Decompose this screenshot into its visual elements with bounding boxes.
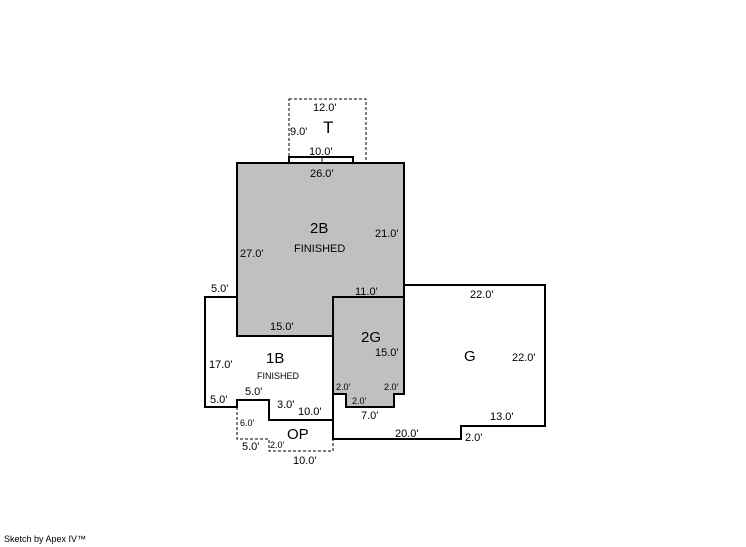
- dim-1b-notch: 5.0': [245, 386, 262, 398]
- dim-1b-left: 17.0': [209, 359, 233, 371]
- dim-g-bottom-right: 13.0': [490, 411, 514, 423]
- area-g-label: G: [464, 348, 476, 365]
- dim-g-top: 22.0': [470, 289, 494, 301]
- dim-2b-bottom: 15.0': [270, 321, 294, 333]
- dim-2g-notch-bottom: 2.0': [352, 396, 367, 406]
- dim-1b-top: 5.0': [211, 283, 228, 295]
- area-t-label: T: [323, 118, 333, 137]
- area-2g-label: 2G: [361, 329, 381, 346]
- dim-t-base: 10.0': [309, 146, 333, 158]
- dim-op-step: 2.0': [270, 440, 285, 450]
- dim-2g-notch-left: 2.0': [336, 382, 351, 392]
- dim-1b-bottom: 10.0': [298, 406, 322, 418]
- dim-1b-step: 3.0': [277, 399, 294, 411]
- dim-2g-bottom: 7.0': [361, 410, 378, 422]
- dim-t-left: 9.0': [290, 126, 307, 138]
- dim-g-bottom: 20.0': [395, 428, 419, 440]
- dim-g-step: 2.0': [465, 432, 482, 444]
- area-2b-label: 2B: [310, 220, 328, 237]
- sketch-credit: Sketch by Apex IV™: [4, 534, 87, 544]
- area-1b-outline: [204, 296, 333, 421]
- dim-2b-top: 26.0': [310, 168, 334, 180]
- chimney-box: [288, 156, 354, 164]
- dim-t-top: 12.0': [313, 102, 337, 114]
- dim-2b-step: 11.0': [355, 286, 378, 298]
- dim-2b-right: 21.0': [375, 228, 399, 240]
- area-2g-outline: [332, 296, 405, 408]
- dim-1b-bottom-left: 5.0': [210, 394, 227, 406]
- dim-op-bottom: 10.0': [293, 455, 317, 467]
- area-1b-sub: FINISHED: [257, 371, 300, 381]
- dim-g-right: 22.0': [512, 352, 536, 364]
- dim-op-left: 6.0': [240, 418, 255, 428]
- dim-2b-left: 27.0': [240, 248, 264, 260]
- dim-2g-right: 15.0': [375, 347, 399, 359]
- area-1b-label: 1B: [266, 350, 284, 367]
- dim-op-bottom-left: 5.0': [242, 441, 259, 453]
- area-t-outline: [288, 98, 367, 164]
- area-2b-sub: FINISHED: [294, 243, 345, 255]
- area-op-outline: [236, 407, 334, 452]
- area-op-label: OP: [287, 426, 309, 443]
- dim-2g-notch-right: 2.0': [384, 382, 399, 392]
